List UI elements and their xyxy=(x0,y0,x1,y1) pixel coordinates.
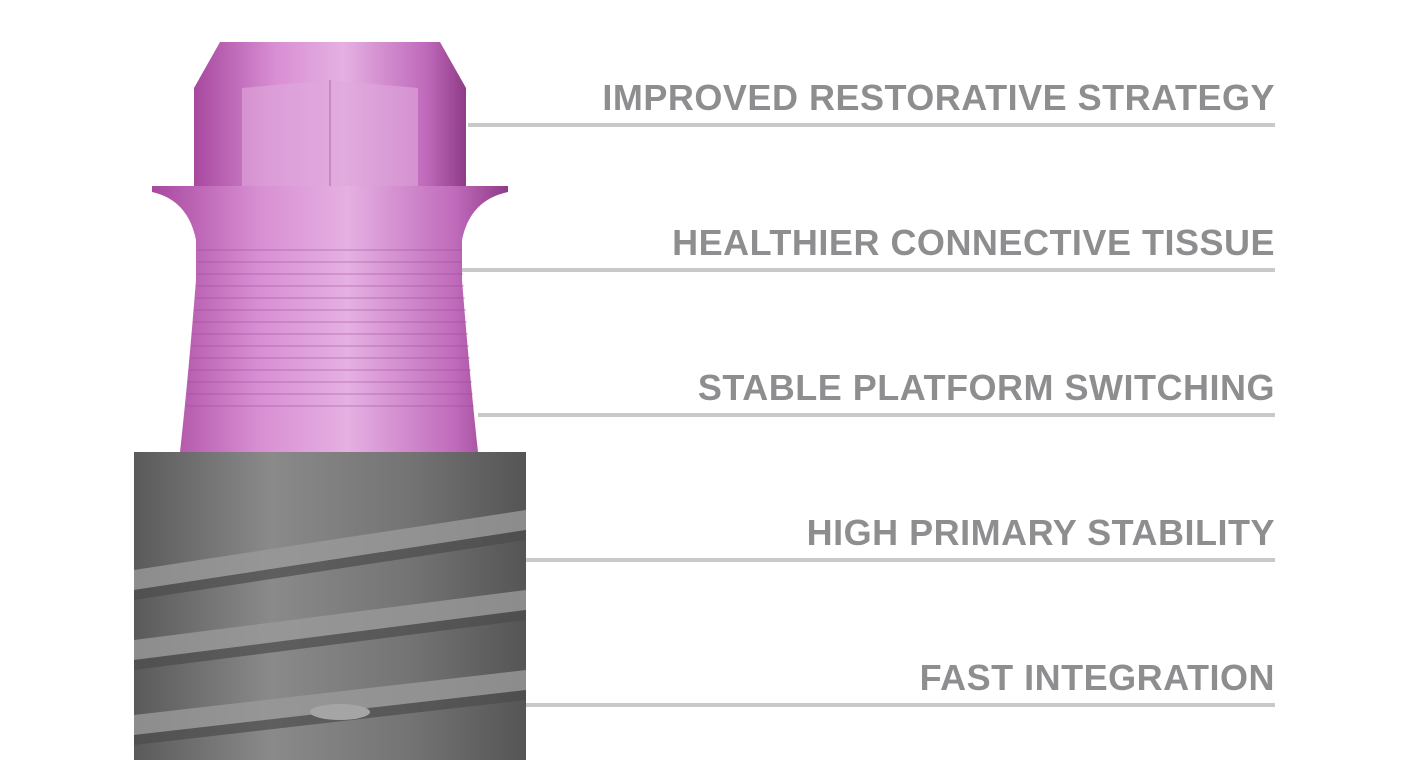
leader-line-1 xyxy=(468,123,1275,127)
implant-body xyxy=(134,452,526,760)
feature-connective-tissue: HEALTHIER CONNECTIVE TISSUE xyxy=(672,225,1275,261)
feature-primary-stability: HIGH PRIMARY STABILITY xyxy=(807,515,1275,551)
feature-label: STABLE PLATFORM SWITCHING xyxy=(697,367,1275,408)
leader-line-2 xyxy=(462,268,1275,272)
feature-label: IMPROVED RESTORATIVE STRATEGY xyxy=(602,77,1275,118)
feature-label: HIGH PRIMARY STABILITY xyxy=(806,512,1275,553)
feature-fast-integration: FAST INTEGRATION xyxy=(920,660,1275,696)
leader-line-4 xyxy=(526,558,1275,562)
feature-platform-switching: STABLE PLATFORM SWITCHING xyxy=(698,370,1275,406)
leader-line-5 xyxy=(526,703,1275,707)
leader-line-3 xyxy=(478,413,1275,417)
feature-label: HEALTHIER CONNECTIVE TISSUE xyxy=(672,222,1275,263)
feature-label: FAST INTEGRATION xyxy=(919,657,1275,698)
feature-restorative-strategy: IMPROVED RESTORATIVE STRATEGY xyxy=(602,80,1275,116)
abutment xyxy=(152,42,508,452)
